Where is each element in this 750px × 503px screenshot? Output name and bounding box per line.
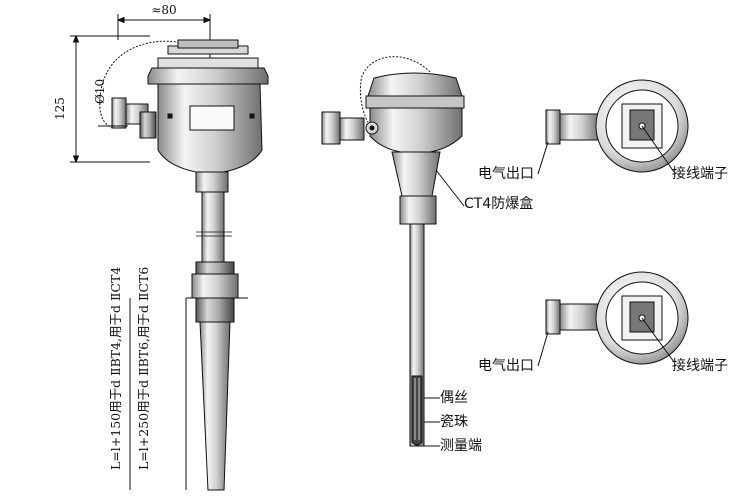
side-view-left — [70, 14, 269, 491]
outlet-1-leader — [537, 141, 549, 175]
outlet-1-label: 电气出口 — [478, 166, 534, 182]
top-view-2 — [545, 271, 689, 365]
terminal-1-leader — [641, 125, 675, 173]
dim-width-label: ≈80 — [151, 3, 176, 17]
length-note-ct4: L=l+150用于d ⅡBT4,用于d ⅡCT4 — [108, 267, 123, 470]
terminal-2-leader — [641, 317, 675, 363]
dim-height-label: 125 — [53, 97, 67, 120]
wire-label: 偶丝 — [440, 390, 468, 406]
top-view-1 — [545, 79, 689, 173]
bead-label: 瓷珠 — [440, 414, 468, 430]
terminal-1-label: 接线端子 — [672, 165, 728, 182]
outlet-2-label: 电气出口 — [478, 358, 534, 374]
terminal-2-label: 接线端子 — [672, 357, 728, 374]
length-note-ct6: L=l+250用于d ⅡBT6,用于d ⅡCT6 — [136, 267, 151, 470]
end-label: 测量端 — [440, 438, 482, 454]
dim-diameter-label: Ø10 — [93, 79, 107, 104]
box-label: CT4防爆盒 — [464, 195, 533, 212]
side-view-middle — [321, 56, 465, 447]
outlet-2-leader — [537, 331, 549, 367]
box-leader — [435, 169, 465, 207]
